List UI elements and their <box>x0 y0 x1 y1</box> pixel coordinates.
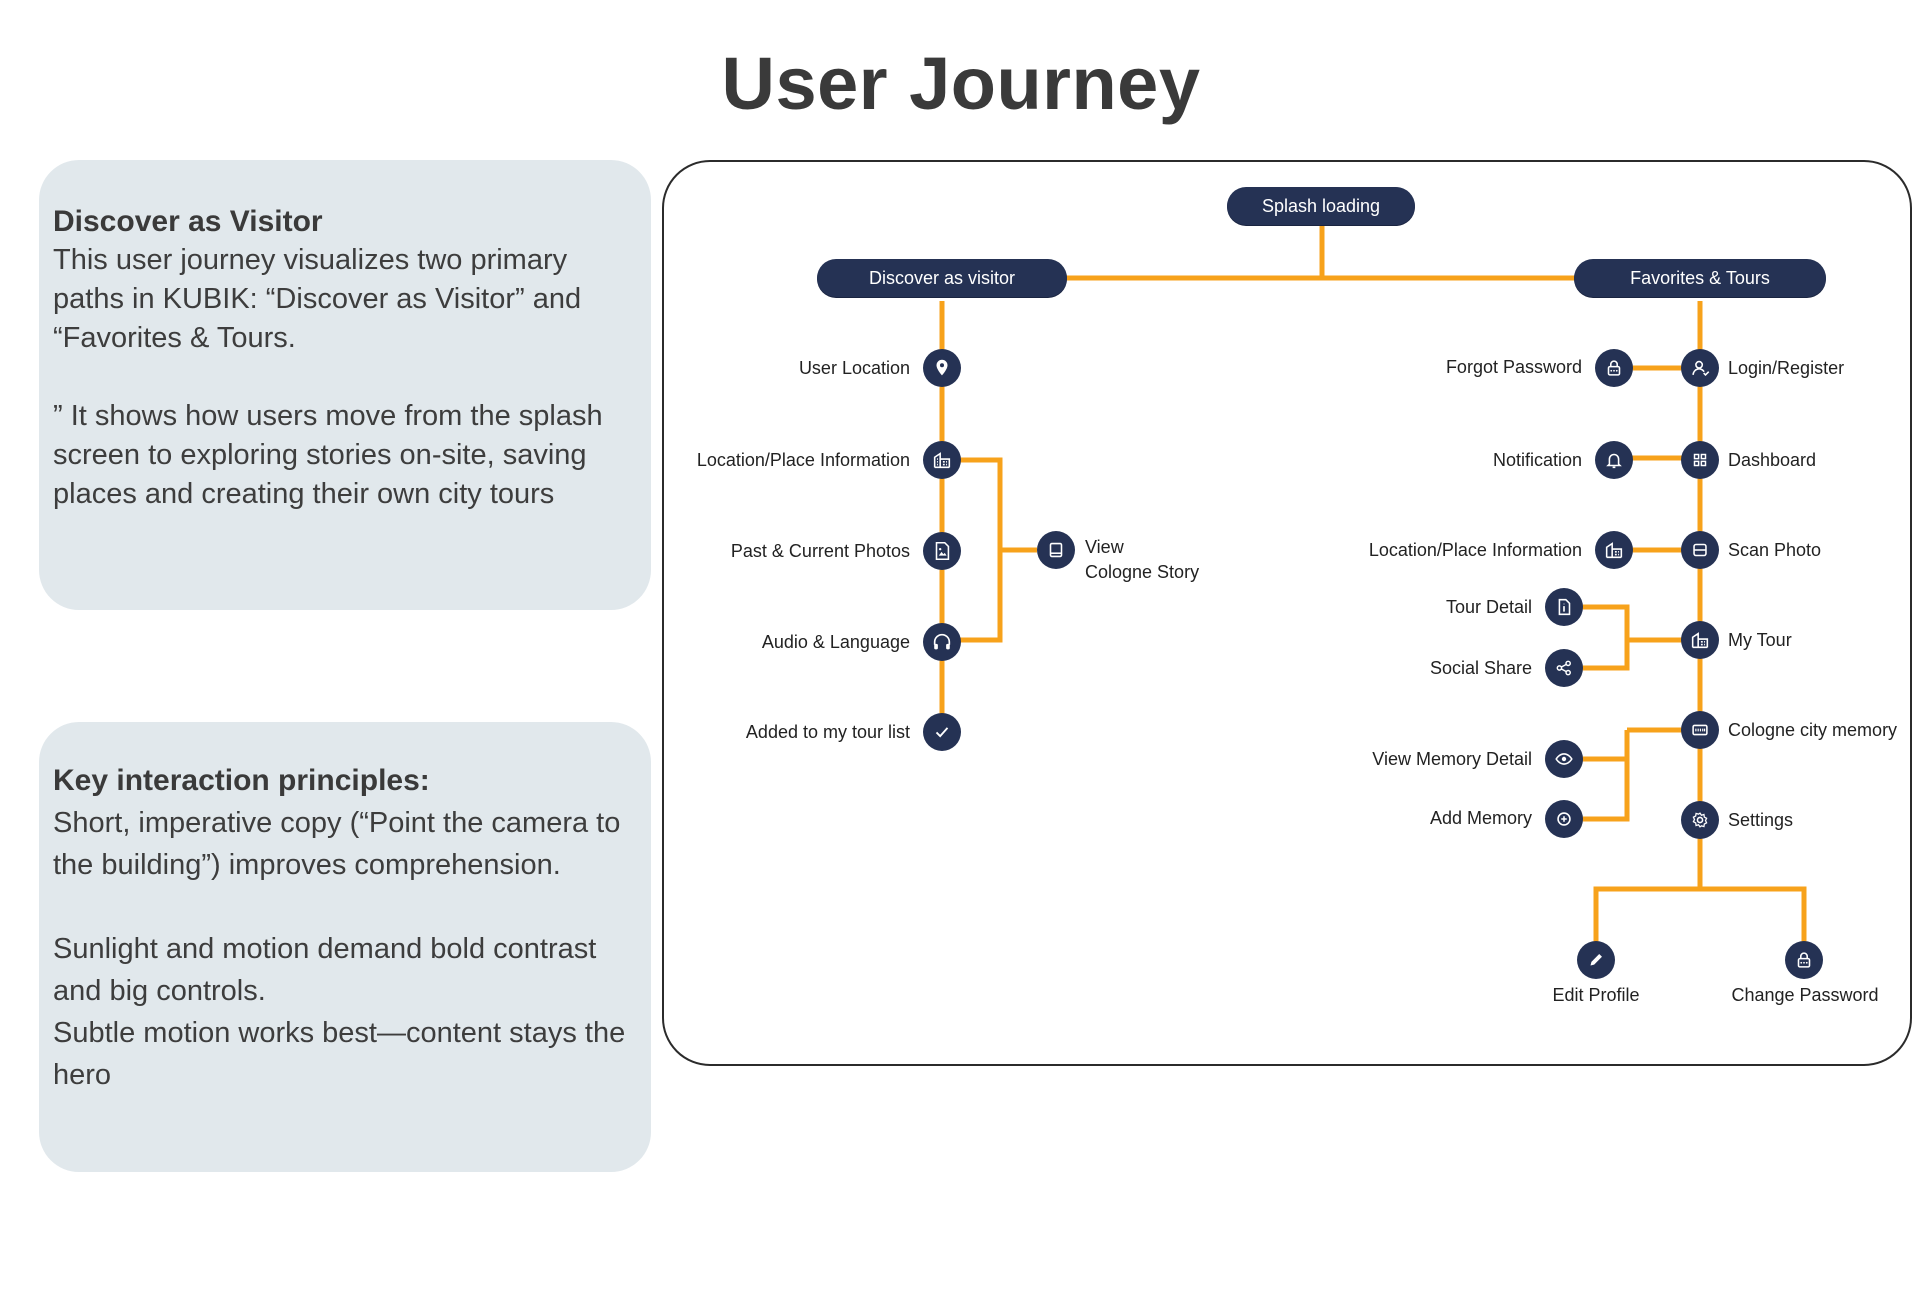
right-location-info-label: Location/Place Information <box>1368 540 1582 560</box>
settings-node[interactable] <box>1681 801 1719 839</box>
past-current-photos-label: Past & Current Photos <box>730 541 910 561</box>
connector-lines <box>927 222 1807 959</box>
lock-icon <box>1797 952 1811 968</box>
building-icon <box>1605 542 1623 559</box>
city-memory-node[interactable] <box>1681 711 1719 749</box>
change-password-node[interactable] <box>1785 941 1823 979</box>
location-info-label: Location/Place Information <box>696 450 910 470</box>
info-icon <box>1558 598 1571 616</box>
view-story-label-2: Cologne Story <box>1085 562 1200 582</box>
share-icon <box>1556 660 1571 676</box>
past-current-photos-node[interactable] <box>923 532 961 570</box>
dashboard-label: Dashboard <box>1728 450 1817 470</box>
principles-card: Key interaction principles: Short, imper… <box>39 722 651 1172</box>
login-register-label: Login/Register <box>1728 358 1845 378</box>
scan-photo-node[interactable] <box>1681 531 1719 569</box>
notification-node[interactable] <box>1595 441 1633 479</box>
user-icon <box>1692 360 1710 376</box>
favorites-branch-pill[interactable]: Favorites & Tours <box>1574 259 1826 297</box>
user-location-label: User Location <box>798 358 910 378</box>
social-share-label: Social Share <box>1429 658 1532 678</box>
right-location-info-node[interactable] <box>1595 531 1633 569</box>
added-to-tour-node[interactable] <box>923 713 961 751</box>
city-memory-label: Cologne city memory <box>1728 720 1898 740</box>
change-password-label: Change Password <box>1731 985 1879 1005</box>
view-story-node[interactable] <box>1037 531 1075 569</box>
settings-label: Settings <box>1728 810 1794 830</box>
discover-card-title: Discover as Visitor <box>53 205 323 238</box>
grid-icon <box>1693 453 1707 467</box>
view-story-label-1: View <box>1085 537 1124 557</box>
view-memory-label: View Memory Detail <box>1372 749 1532 769</box>
forgot-password-label: Forgot Password <box>1445 357 1582 377</box>
edit-profile-label: Edit Profile <box>1552 985 1640 1005</box>
login-register-node[interactable] <box>1681 349 1719 387</box>
headphones-icon <box>933 633 951 650</box>
add-memory-node[interactable] <box>1545 800 1583 838</box>
location-pin-icon <box>936 359 948 376</box>
map-icon <box>1691 632 1709 649</box>
location-info-node[interactable] <box>923 441 961 479</box>
photo-icon <box>935 541 950 561</box>
eye-icon <box>1555 753 1573 765</box>
check-icon <box>935 727 949 738</box>
dashboard-node[interactable] <box>1681 441 1719 479</box>
audio-language-node[interactable] <box>923 623 961 661</box>
splash-loading-pill[interactable]: Splash loading <box>1227 187 1415 225</box>
add-memory-label: Add Memory <box>1429 808 1532 828</box>
pencil-icon <box>1590 954 1602 966</box>
tour-detail-node[interactable] <box>1545 588 1583 626</box>
forgot-password-node[interactable] <box>1595 349 1633 387</box>
audio-language-label: Audio & Language <box>761 632 910 652</box>
social-share-node[interactable] <box>1545 649 1583 687</box>
added-to-tour-label: Added to my tour list <box>745 722 910 742</box>
memory-icon <box>1692 724 1708 736</box>
scan-photo-label: Scan Photo <box>1728 540 1822 560</box>
my-tour-label: My Tour <box>1728 630 1792 650</box>
journey-diagram: Splash loading Discover as visitor Favor… <box>662 160 1912 1066</box>
notification-label: Notification <box>1492 450 1582 470</box>
principles-card-title: Key interaction principles: <box>53 764 430 797</box>
gear-icon <box>1692 812 1708 828</box>
page-title: User Journey <box>721 42 1201 125</box>
bell-icon <box>1606 453 1622 469</box>
user-location-node[interactable] <box>923 349 961 387</box>
scan-icon <box>1693 543 1707 557</box>
view-memory-node[interactable] <box>1545 740 1583 778</box>
plus-icon <box>1557 812 1571 826</box>
building-icon <box>933 452 951 469</box>
my-tour-node[interactable] <box>1681 621 1719 659</box>
principles-card-text: Short, imperative copy (“Point the camer… <box>53 807 626 1091</box>
discover-card-text: This user journey visualizes two primary… <box>53 244 603 510</box>
lock-icon <box>1607 360 1621 376</box>
tour-detail-label: Tour Detail <box>1445 597 1532 617</box>
book-icon <box>1049 542 1063 558</box>
edit-profile-node[interactable] <box>1577 941 1615 979</box>
discover-branch-pill[interactable]: Discover as visitor <box>817 259 1067 297</box>
discover-card: Discover as Visitor This user journey vi… <box>39 160 651 610</box>
